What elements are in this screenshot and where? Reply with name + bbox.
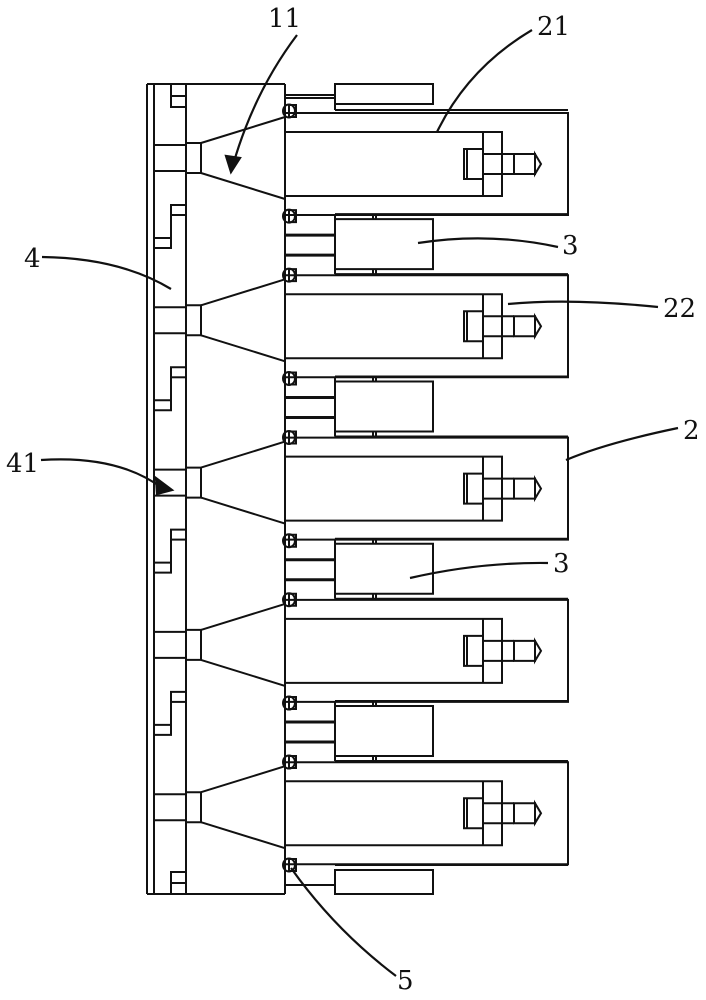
connector-22-base xyxy=(464,149,483,179)
module-21-inner-box xyxy=(285,294,502,358)
connector-22-lower xyxy=(483,336,514,358)
funnel-11-upper-edge xyxy=(201,442,285,468)
module-2-outer-box xyxy=(285,438,568,540)
seal-rings-5 xyxy=(282,103,296,873)
rail-top-tab-lower xyxy=(171,96,186,107)
connector-22-base xyxy=(464,474,483,504)
leader-11-arrow xyxy=(233,35,297,165)
connector-22-base xyxy=(464,311,483,341)
funnel-neck xyxy=(186,305,201,335)
seal-ring-holder xyxy=(289,697,296,709)
connector-22-upper xyxy=(483,619,514,641)
end-block-bottom xyxy=(335,870,433,894)
funnel-11-upper-edge xyxy=(201,604,285,630)
label-11: 11 xyxy=(268,4,302,34)
connector-22-base xyxy=(464,798,483,828)
connector-22-upper xyxy=(483,294,514,316)
connector-22-pin-tip xyxy=(535,803,541,823)
seal-ring-holder xyxy=(289,105,296,117)
modules-2 xyxy=(285,113,568,864)
leader-2 xyxy=(566,428,678,460)
rail-step-notch xyxy=(154,205,186,248)
leader-lines xyxy=(41,30,678,976)
block-3-body xyxy=(335,219,433,269)
connector-22-lower xyxy=(483,499,514,521)
rail-bottom-tab-lower xyxy=(171,883,186,894)
connector-22-lower xyxy=(483,823,514,845)
seal-ring-holder xyxy=(289,372,296,384)
connector-22-pin-tip xyxy=(535,641,541,661)
leader-22 xyxy=(508,302,658,307)
funnel-11-lower-edge xyxy=(201,173,285,199)
funnel-neck xyxy=(186,143,201,173)
module-2-outer-box xyxy=(285,762,568,864)
funnel-11-upper-edge xyxy=(201,766,285,792)
seal-ring-holder xyxy=(289,210,296,222)
left-rail-4 xyxy=(154,84,285,894)
connector-22-pin-tip xyxy=(535,479,541,499)
module-21-inner-box xyxy=(285,781,502,845)
seal-ring-holder xyxy=(289,431,296,443)
label-41: 41 xyxy=(6,449,40,479)
connector-22-pin xyxy=(514,803,535,823)
seal-ring-holder xyxy=(289,594,296,606)
funnel-11-upper-edge xyxy=(201,279,285,305)
rail-step-notch xyxy=(154,367,186,410)
connector-22-lower xyxy=(483,174,514,196)
module-21-inner-box xyxy=(285,619,502,683)
leader-4 xyxy=(42,257,171,289)
label-4: 4 xyxy=(24,244,41,274)
connector-22-upper xyxy=(483,781,514,803)
funnel-11-upper-edge xyxy=(201,117,285,143)
module-2-outer-box xyxy=(285,600,568,702)
module-21-inner-box xyxy=(285,132,502,196)
seal-ring-holder xyxy=(289,269,296,281)
block-3-body xyxy=(335,706,433,756)
funnel-neck xyxy=(186,468,201,498)
rail-step-notch xyxy=(154,530,186,573)
label-3-upper: 3 xyxy=(562,231,579,261)
arrow-head-41 xyxy=(156,478,172,494)
leader-5 xyxy=(291,868,396,976)
module-2-outer-box xyxy=(285,113,568,215)
end-block-top xyxy=(335,84,433,104)
funnel-11-lower-edge xyxy=(201,498,285,524)
connector-22-pin-tip xyxy=(535,316,541,336)
label-21: 21 xyxy=(537,12,571,42)
connector-22-pin xyxy=(514,479,535,499)
leader-3-upper xyxy=(418,238,558,247)
rail-step-notch xyxy=(154,692,186,735)
connector-22-pin xyxy=(514,154,535,174)
leader-3-lower xyxy=(410,563,548,578)
rail-bottom-tab xyxy=(171,872,186,883)
rail-top-tab xyxy=(171,84,186,96)
blocks-3 xyxy=(285,84,568,894)
label-22: 22 xyxy=(663,294,697,324)
funnel-neck xyxy=(186,630,201,660)
module-2-outer-box xyxy=(285,275,568,377)
arrow-head-11 xyxy=(226,156,240,172)
connector-22-pin xyxy=(514,641,535,661)
connector-22-base xyxy=(464,636,483,666)
block-3-body xyxy=(335,544,433,594)
funnel-11-lower-edge xyxy=(201,660,285,686)
funnel-neck xyxy=(186,792,201,822)
seal-ring-holder xyxy=(289,535,296,547)
connector-22-pin xyxy=(514,316,535,336)
leader-41-arrow xyxy=(41,459,162,488)
connector-22-upper xyxy=(483,457,514,479)
leader-21 xyxy=(437,30,532,132)
connector-22-lower xyxy=(483,661,514,683)
connector-22-upper xyxy=(483,132,514,154)
funnel-11-lower-edge xyxy=(201,335,285,361)
module-21-inner-box xyxy=(285,457,502,521)
connector-22-pin-tip xyxy=(535,154,541,174)
seal-ring-holder xyxy=(289,756,296,768)
block-3-body xyxy=(335,381,433,431)
label-3-lower: 3 xyxy=(553,549,570,579)
funnel-11-lower-edge xyxy=(201,822,285,848)
label-5: 5 xyxy=(397,966,414,996)
label-2: 2 xyxy=(683,416,700,446)
